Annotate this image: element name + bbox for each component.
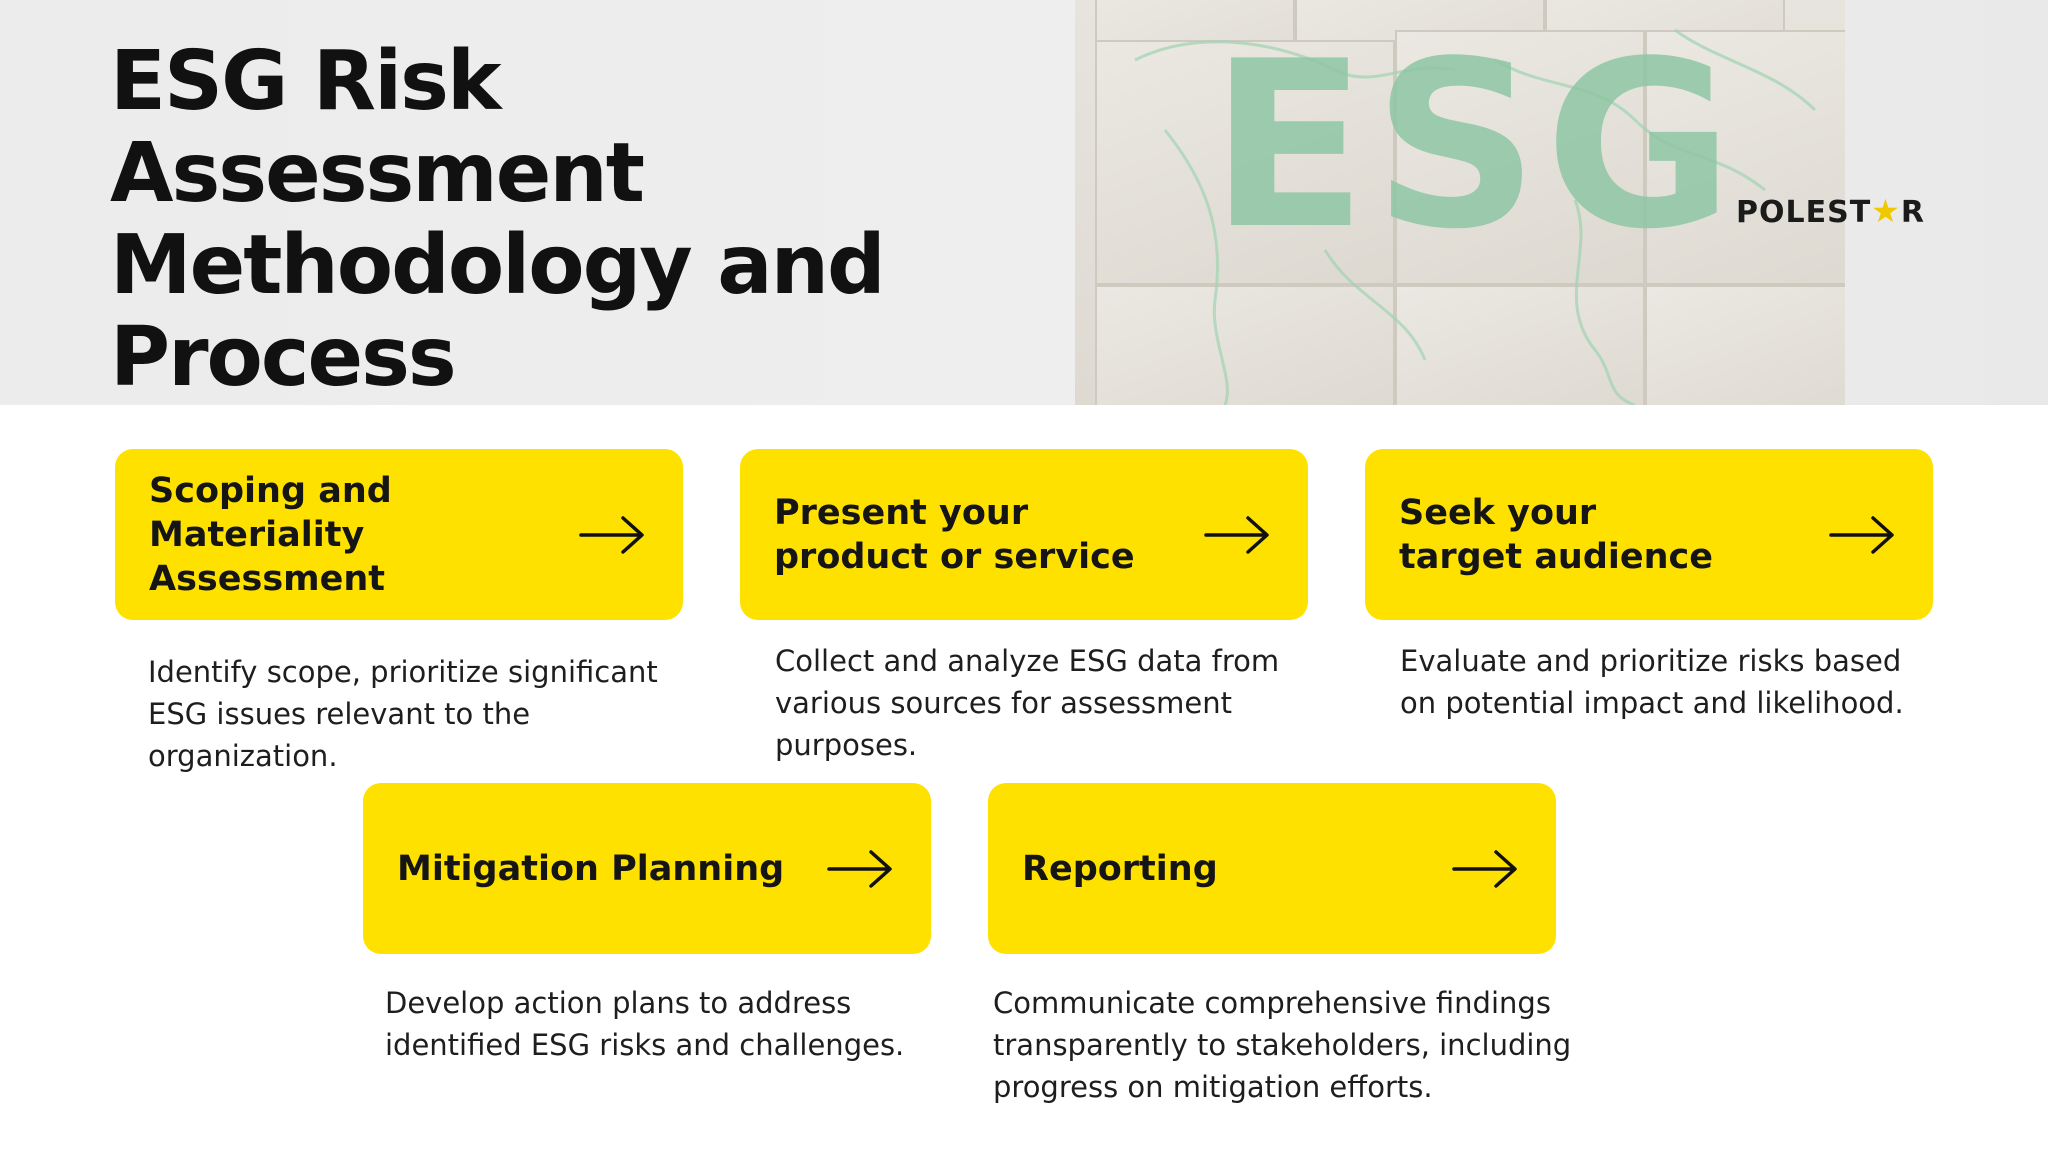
star-icon: ★ (1871, 192, 1901, 230)
step-card-mitigation: Mitigation Planning (363, 783, 931, 954)
step-card-reporting: Reporting (988, 783, 1556, 954)
step-card-product: Present your product or service (740, 449, 1308, 620)
world-map-lines (1134, 28, 1817, 405)
wooden-cube (1645, 285, 1845, 405)
step-title: Reporting (1022, 848, 1218, 889)
logo-text: R (1900, 195, 1925, 230)
step-title: Seek your target audience (1399, 492, 1714, 577)
logo-text: POLEST (1736, 195, 1872, 230)
arrow-right-icon (1204, 515, 1269, 554)
wooden-cube (1095, 285, 1395, 405)
arrow-right-icon (827, 849, 892, 888)
step-description: Collect and analyze ESG data from variou… (775, 644, 1280, 762)
step-description: Develop action plans to address identifi… (385, 986, 905, 1062)
arrow-right-icon (579, 515, 644, 554)
step-title: Mitigation Planning (397, 848, 785, 889)
hero-image (1075, 0, 1845, 405)
step-title: Scoping and Materiality Assessment (149, 470, 392, 599)
header-banner: ESG POLEST★R ESG Risk Assessment Methodo… (0, 0, 2048, 405)
wooden-cube (1095, 40, 1395, 285)
arrow-right-icon (1452, 849, 1517, 888)
step-title: Present your product or service (774, 492, 1135, 577)
wooden-cube (1645, 30, 1845, 285)
page-title: ESG Risk Assessment Methodology and Proc… (110, 34, 886, 405)
polestar-logo: POLEST★R (1736, 193, 1925, 231)
esg-watermark: ESG (1210, 13, 1740, 280)
step-description: Communicate comprehensive findings trans… (993, 986, 1572, 1104)
arrow-right-icon (1829, 515, 1894, 554)
step-card-scoping: Scoping and Materiality Assessment (115, 449, 683, 620)
wooden-cube (1395, 285, 1645, 405)
step-description: Evaluate and prioritize risks based on p… (1400, 644, 1904, 720)
step-card-audience: Seek your target audience (1365, 449, 1933, 620)
step-description: Identify scope, prioritize significant E… (148, 655, 658, 773)
